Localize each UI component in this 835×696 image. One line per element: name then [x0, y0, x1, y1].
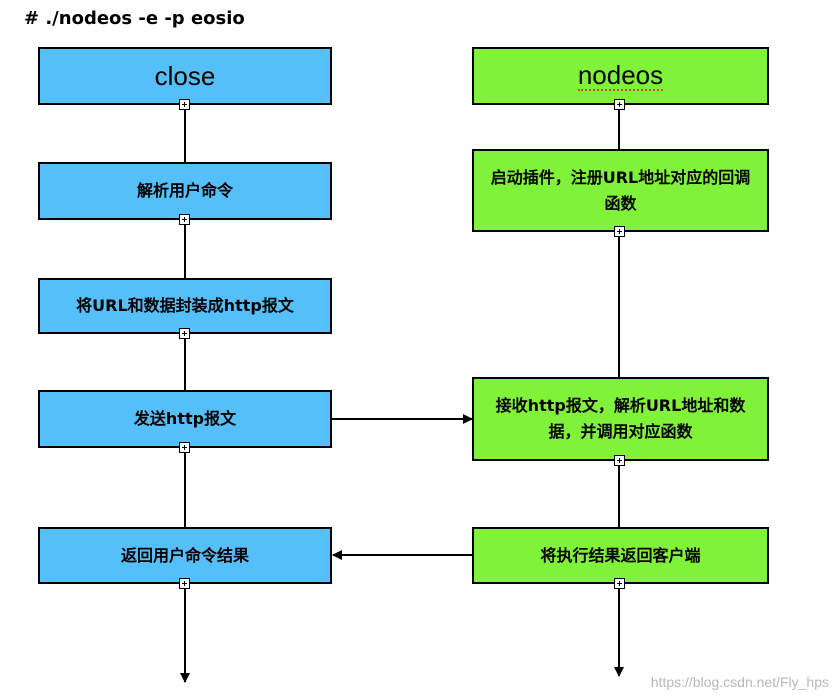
step-return-result: 返回用户命令结果 — [38, 527, 332, 584]
nodeos-title-box: nodeos — [472, 47, 769, 105]
expand-handle-icon[interactable] — [179, 328, 190, 339]
close-title: close — [154, 61, 216, 91]
step-start-plugins: 启动插件，注册URL地址对应的回调函数 — [472, 149, 769, 232]
expand-handle-icon[interactable] — [614, 455, 625, 466]
step-receive-http: 接收http报文，解析URL地址和数据，并调用对应函数 — [472, 377, 769, 461]
step-label: 将URL和数据封装成http报文 — [76, 296, 294, 315]
command-text: # ./nodeos -e -p eosio — [24, 8, 245, 29]
step-label: 将执行结果返回客户端 — [540, 545, 701, 565]
step-return-to-client: 将执行结果返回客户端 — [472, 527, 769, 584]
step-label: 解析用户命令 — [136, 181, 233, 200]
expand-handle-icon[interactable] — [179, 99, 190, 110]
expand-handle-icon[interactable] — [614, 226, 625, 237]
expand-handle-icon[interactable] — [614, 578, 625, 589]
step-label: 发送http报文 — [133, 409, 237, 428]
expand-handle-icon[interactable] — [179, 214, 190, 225]
nodeos-title: nodeos — [577, 59, 664, 91]
step-label: 启动插件，注册URL地址对应的回调函数 — [490, 167, 751, 213]
watermark: https://blog.csdn.net/Fly_hps — [650, 674, 829, 690]
step-label: 返回用户命令结果 — [120, 545, 249, 565]
close-title-box: close — [38, 47, 332, 105]
step-send-http: 发送http报文 — [38, 390, 332, 448]
step-label: 接收http报文，解析URL地址和数据，并调用对应函数 — [495, 396, 746, 441]
step-parse-command: 解析用户命令 — [38, 162, 332, 220]
step-wrap-http: 将URL和数据封装成http报文 — [38, 278, 332, 334]
expand-handle-icon[interactable] — [179, 578, 190, 589]
expand-handle-icon[interactable] — [614, 99, 625, 110]
expand-handle-icon[interactable] — [179, 442, 190, 453]
